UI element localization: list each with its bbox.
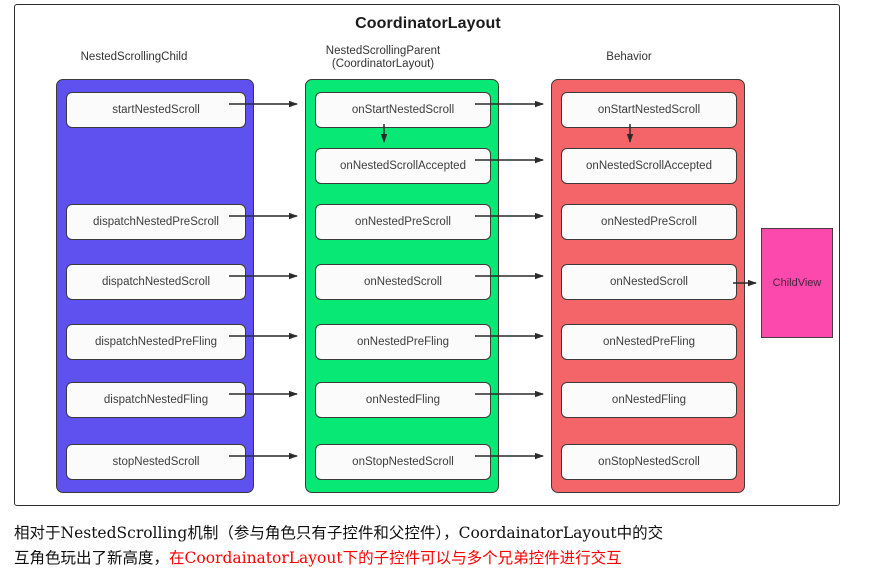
method-box[interactable]: dispatchNestedPreFling xyxy=(66,324,246,360)
caption: 相对于NestedScrolling机制（参与角色只有子控件和父控件），Coor… xyxy=(14,521,864,571)
column-heading-nested-scrolling-parent: NestedScrollingParent (CoordinatorLayout… xyxy=(325,45,441,70)
diagram-frame: CoordinatorLayout NestedScrollingChild N… xyxy=(14,4,840,506)
method-box[interactable]: onStartNestedScroll xyxy=(561,92,737,128)
caption-line-2-highlight: 在CoordainatorLayout下的子控件可以与多个兄弟控件进行交互 xyxy=(169,549,622,567)
method-box[interactable]: onNestedFling xyxy=(315,382,491,418)
method-box[interactable]: dispatchNestedScroll xyxy=(66,264,246,300)
column-behavior: onStartNestedScroll onNestedScrollAccept… xyxy=(551,79,745,493)
column-heading-behavior: Behavior xyxy=(606,51,652,63)
child-view-box[interactable]: ChildView xyxy=(761,228,833,338)
caption-line-1: 相对于NestedScrolling机制（参与角色只有子控件和父控件），Coor… xyxy=(14,524,664,542)
caption-line-2: 互角色玩出了新高度，在CoordainatorLayout下的子控件可以与多个兄… xyxy=(14,546,864,571)
column-nested-scrolling-parent: onStartNestedScroll onNestedScrollAccept… xyxy=(305,79,499,493)
caption-line-2-plain: 互角色玩出了新高度， xyxy=(14,549,170,567)
method-box[interactable]: onNestedScroll xyxy=(561,264,737,300)
method-box[interactable]: dispatchNestedFling xyxy=(66,382,246,418)
method-box[interactable]: onNestedPreScroll xyxy=(561,204,737,240)
method-box[interactable]: onNestedScrollAccepted xyxy=(561,148,737,184)
method-box[interactable]: onNestedScroll xyxy=(315,264,491,300)
method-box[interactable]: onStartNestedScroll xyxy=(315,92,491,128)
method-box[interactable]: onNestedPreFling xyxy=(315,324,491,360)
column-nested-scrolling-child: startNestedScroll dispatchNestedPreScrol… xyxy=(56,79,254,493)
method-box[interactable]: onNestedScrollAccepted xyxy=(315,148,491,184)
method-box[interactable]: onStopNestedScroll xyxy=(561,444,737,480)
method-box[interactable]: startNestedScroll xyxy=(66,92,246,128)
method-box[interactable]: stopNestedScroll xyxy=(66,444,246,480)
page-title: CoordinatorLayout xyxy=(355,15,501,32)
method-box[interactable]: onNestedPreScroll xyxy=(315,204,491,240)
method-box[interactable]: onNestedPreFling xyxy=(561,324,737,360)
method-box[interactable]: onStopNestedScroll xyxy=(315,444,491,480)
method-box[interactable]: onNestedFling xyxy=(561,382,737,418)
column-heading-nested-scrolling-child: NestedScrollingChild xyxy=(80,51,188,63)
method-box[interactable]: dispatchNestedPreScroll xyxy=(66,204,246,240)
